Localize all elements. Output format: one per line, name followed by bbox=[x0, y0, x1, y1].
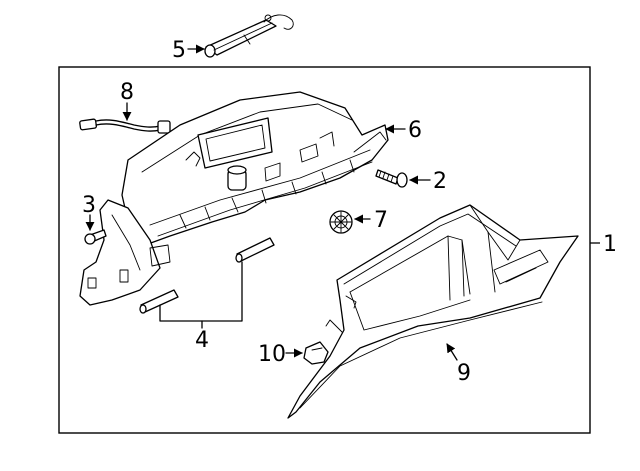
callout-4-bracket bbox=[159, 261, 243, 322]
callout-3: 3 bbox=[82, 193, 96, 218]
assembly-frame bbox=[58, 66, 591, 434]
part-4-rods bbox=[139, 237, 275, 314]
callout-1: 1 bbox=[603, 232, 617, 257]
callout-6: 6 bbox=[408, 118, 422, 143]
part-10-clip bbox=[303, 341, 329, 365]
part-2-screw bbox=[375, 169, 408, 188]
callout-8: 8 bbox=[120, 80, 134, 105]
callout-9: 9 bbox=[457, 361, 471, 386]
callout-9-arrow bbox=[446, 343, 458, 361]
part-5-lamp bbox=[204, 14, 294, 58]
callout-7: 7 bbox=[374, 208, 388, 233]
callout-4: 4 bbox=[195, 328, 209, 353]
part-3-pin bbox=[84, 229, 107, 245]
part-9-glovebox-door bbox=[287, 204, 579, 419]
callout-2: 2 bbox=[433, 169, 447, 194]
callout-10: 10 bbox=[258, 342, 286, 367]
part-6-housing bbox=[79, 91, 389, 306]
part-8-harness bbox=[79, 118, 171, 134]
part-7-fastener bbox=[329, 210, 353, 234]
callout-5: 5 bbox=[172, 38, 186, 63]
